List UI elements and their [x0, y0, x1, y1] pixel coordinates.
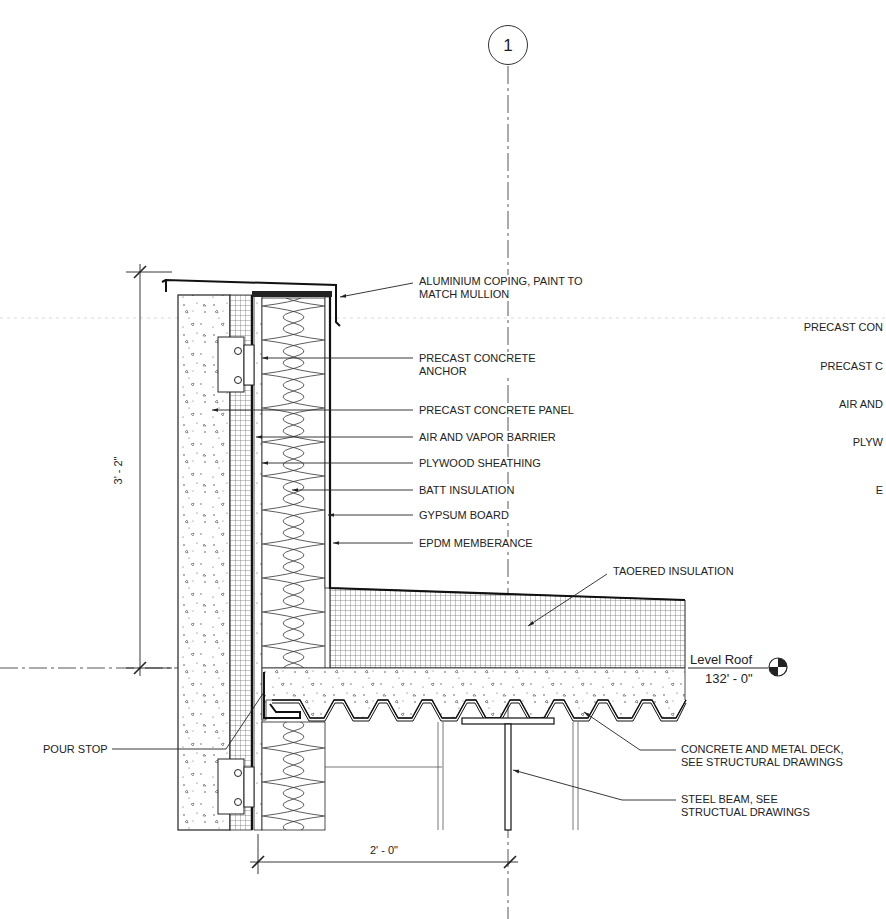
roof-assembly-part	[264, 672, 300, 718]
steel-beam-part	[578, 722, 579, 830]
callout-text: PRECAST CONCRETE PANEL	[418, 404, 575, 417]
callout-text: EPDM MEMBERANCE	[418, 537, 534, 550]
callout-text: TAOERED INSULATION	[612, 565, 735, 578]
steel-beam-part	[573, 722, 574, 830]
roof-assembly-part	[262, 668, 686, 720]
dimension-lines-part	[134, 266, 146, 278]
precast-anchor-part	[218, 337, 244, 392]
dimension-lines-part	[252, 856, 264, 868]
precast-anchor-part	[235, 799, 242, 806]
callout-text: E	[875, 484, 884, 497]
leader-lines-part	[528, 574, 607, 626]
callout-text: PRECAST CON	[803, 321, 884, 334]
precast-wall-part	[262, 722, 325, 830]
callout-text: GYPSUM BOARD	[418, 509, 510, 522]
steel-beam	[438, 718, 578, 830]
dimension-lines-part	[258, 834, 259, 874]
callout-text: POUR STOP	[42, 743, 109, 756]
level-marker-part	[769, 658, 787, 676]
leader-lines-part	[333, 543, 413, 544]
leader-lines-part	[513, 770, 676, 800]
leader-lines-part	[328, 515, 413, 516]
callout-text: CONCRETE AND METAL DECK, SEE STRUCTURAL …	[680, 743, 862, 769]
level-name: Level Roof	[689, 652, 753, 667]
dimension-lines-part	[504, 856, 516, 868]
dimension-text: 2' - 0"	[369, 844, 399, 857]
roof-assembly	[262, 297, 686, 721]
steel-beam-part	[462, 718, 554, 724]
leader-lines-part	[262, 463, 413, 464]
level-marker-part	[769, 667, 778, 676]
precast-anchor-part	[244, 345, 254, 385]
precast-wall-part	[325, 767, 442, 768]
reference-lines-part	[0, 318, 886, 319]
dimension-lines-part	[140, 264, 141, 676]
grid-number: 1	[503, 37, 512, 54]
precast-anchor-part	[235, 377, 242, 384]
leader-lines-part	[256, 437, 413, 438]
roof-assembly-part	[272, 700, 686, 718]
steel-beam-part	[438, 722, 439, 830]
precast-anchor	[218, 337, 254, 814]
aluminium-coping	[162, 280, 340, 326]
roof-assembly-part	[330, 588, 685, 668]
leader-lines-part	[340, 283, 413, 297]
dimension-text: 3' - 2"	[112, 455, 125, 485]
leader-lines	[112, 283, 676, 800]
steel-beam-part	[443, 722, 444, 830]
dimension-lines-part	[134, 662, 146, 674]
leader-lines-part	[212, 410, 413, 411]
reference-lines	[0, 66, 886, 919]
leader-lines-part	[292, 490, 413, 491]
precast-anchor-part	[235, 348, 242, 355]
dimension-lines-part	[126, 272, 172, 273]
callout-text: PRECAST C	[819, 360, 884, 373]
callout-text: AIR AND VAPOR BARRIER	[418, 431, 557, 444]
callout-text: AIR AND	[838, 398, 884, 411]
aluminium-coping-part	[166, 280, 340, 326]
grid-bubble: 1	[488, 25, 528, 65]
callout-text: PLYW	[852, 436, 884, 449]
level-marker-part	[778, 658, 787, 667]
callout-text: ALUMINIUM COPING, PAINT TO MATCH MULLION	[418, 275, 615, 301]
precast-anchor-part	[235, 770, 242, 777]
leader-lines-part	[112, 692, 264, 749]
dimension-lines-part	[250, 862, 518, 863]
callout-text: BATT INSULATION	[418, 484, 515, 497]
roof-assembly-part	[330, 297, 685, 600]
precast-anchor-part	[218, 759, 244, 814]
level-elevation: 132' - 0"	[704, 671, 754, 686]
precast-wall-part	[252, 291, 332, 297]
steel-beam-part	[505, 724, 511, 830]
leader-lines-part	[262, 358, 413, 359]
callout-text: PRECAST CONCRETE ANCHOR	[418, 352, 560, 378]
aluminium-coping-part	[162, 280, 166, 282]
precast-wall-part	[262, 298, 325, 668]
precast-anchor-part	[244, 767, 254, 807]
callout-text: STEEL BEAM, SEE STRUCTUAL DRAWINGS	[680, 793, 832, 819]
leader-lines-part	[584, 712, 676, 750]
precast-wall-part	[254, 295, 262, 830]
dimension-lines-part	[126, 668, 172, 669]
callout-text: PLYWOOD SHEATHING	[418, 457, 542, 470]
level-marker-part	[688, 668, 768, 669]
